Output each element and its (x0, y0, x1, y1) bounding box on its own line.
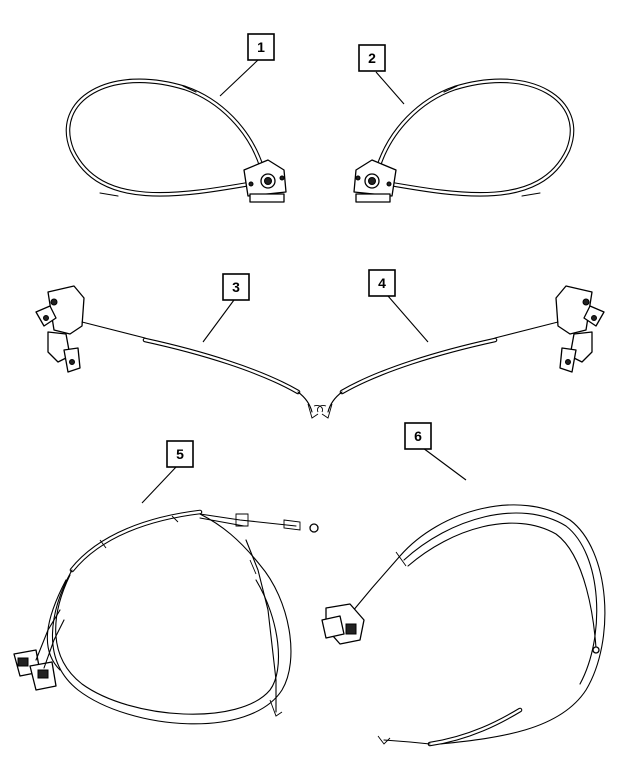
callout-5-leader (141, 465, 178, 504)
callout-4-leader (387, 295, 429, 343)
part-1-cable-assembly (65, 78, 287, 203)
callout-1-label: 1 (257, 39, 265, 55)
callout-2: 2 (358, 44, 386, 72)
part-6-switch (321, 603, 365, 645)
part-3-latch-cable (35, 285, 323, 419)
callout-3-label: 3 (232, 279, 240, 295)
part-2-cable-assembly (353, 78, 575, 203)
callout-6-leader (422, 447, 467, 481)
part-3-latch (35, 285, 85, 373)
part-4-latch-cable (317, 285, 605, 419)
callout-1-leader (219, 59, 259, 97)
callout-5: 5 (166, 440, 194, 468)
callout-4-label: 4 (378, 275, 386, 291)
part-2-bracket (353, 159, 397, 203)
callout-2-leader (375, 71, 405, 105)
callout-4: 4 (368, 269, 396, 297)
part-4-latch (555, 285, 605, 373)
part-5-cable-harness (13, 509, 319, 725)
callout-2-label: 2 (368, 50, 376, 66)
callout-6: 6 (404, 422, 432, 450)
callout-3: 3 (222, 273, 250, 301)
callout-6-label: 6 (414, 428, 422, 444)
part-6-cable-assembly (321, 504, 606, 747)
callout-3-leader (202, 299, 235, 343)
callout-5-label: 5 (176, 446, 184, 462)
callout-1: 1 (247, 33, 275, 61)
part-5-connector (13, 609, 65, 691)
part-1-bracket (243, 159, 287, 203)
